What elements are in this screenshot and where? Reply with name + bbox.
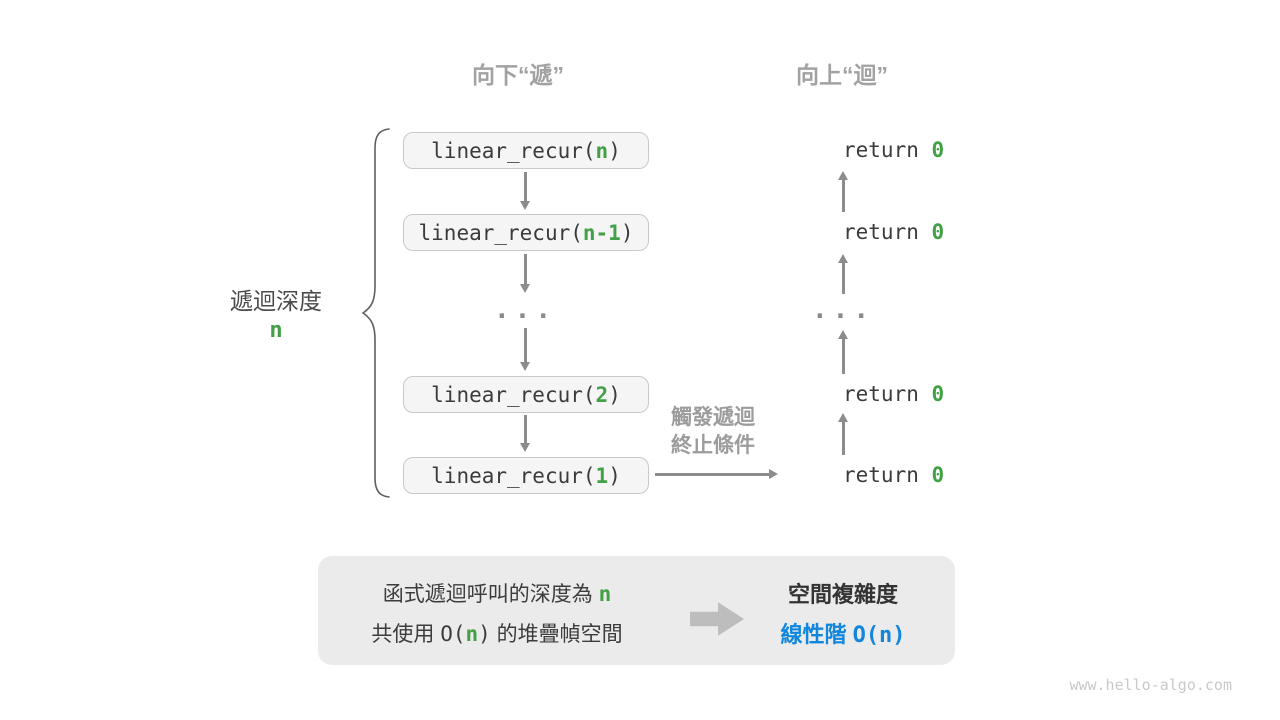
arrow-up-icon [842,338,845,374]
arrow-right-icon [655,473,770,476]
call-box-n: linear_recur(n) [403,132,649,169]
header-downward-recurse: 向下“遞” [472,62,564,88]
call-box-1: linear_recur(1) [403,457,649,494]
space-complexity-result: 線性階 O(n) [780,622,906,648]
call-box-2: linear_recur(2) [403,376,649,413]
summary-panel [318,556,955,665]
arrow-up-icon [842,421,845,455]
termination-condition-label: 觸發遞迴 終止條件 [671,406,755,457]
call-box-n-1: linear_recur(n-1) [403,214,649,251]
right-ellipsis: ... [812,295,874,325]
call-box-n-text: linear_recur(n) [431,138,621,163]
depth-value: n [269,318,283,343]
arrow-down-icon [524,254,527,285]
summary-line-1: 函式遞迴呼叫的深度為 n [382,582,612,606]
space-complexity-title: 空間複雜度 [787,582,899,607]
depth-label: 遞迴深度 [230,288,322,314]
arrow-up-icon [842,179,845,212]
return-label: return 0 [843,382,945,406]
return-label: return 0 [843,220,945,244]
depth-brace [361,128,390,498]
arrow-down-icon [524,328,527,363]
watermark: www.hello-algo.com [1069,676,1232,694]
call-box-2-text: linear_recur(2) [431,382,621,407]
return-label: return 0 [843,463,945,487]
arrow-up-icon [842,262,845,294]
summary-line-2: 共使用 O(n) 的堆疊幀空間 [371,622,623,646]
call-box-1-text: linear_recur(1) [431,463,621,488]
header-upward-return: 向上“迴” [796,62,888,88]
return-label: return 0 [843,138,945,162]
call-box-n-1-text: linear_recur(n-1) [418,220,634,245]
arrow-down-icon [524,172,527,202]
arrow-down-icon [524,415,527,444]
left-ellipsis: ... [494,295,556,325]
